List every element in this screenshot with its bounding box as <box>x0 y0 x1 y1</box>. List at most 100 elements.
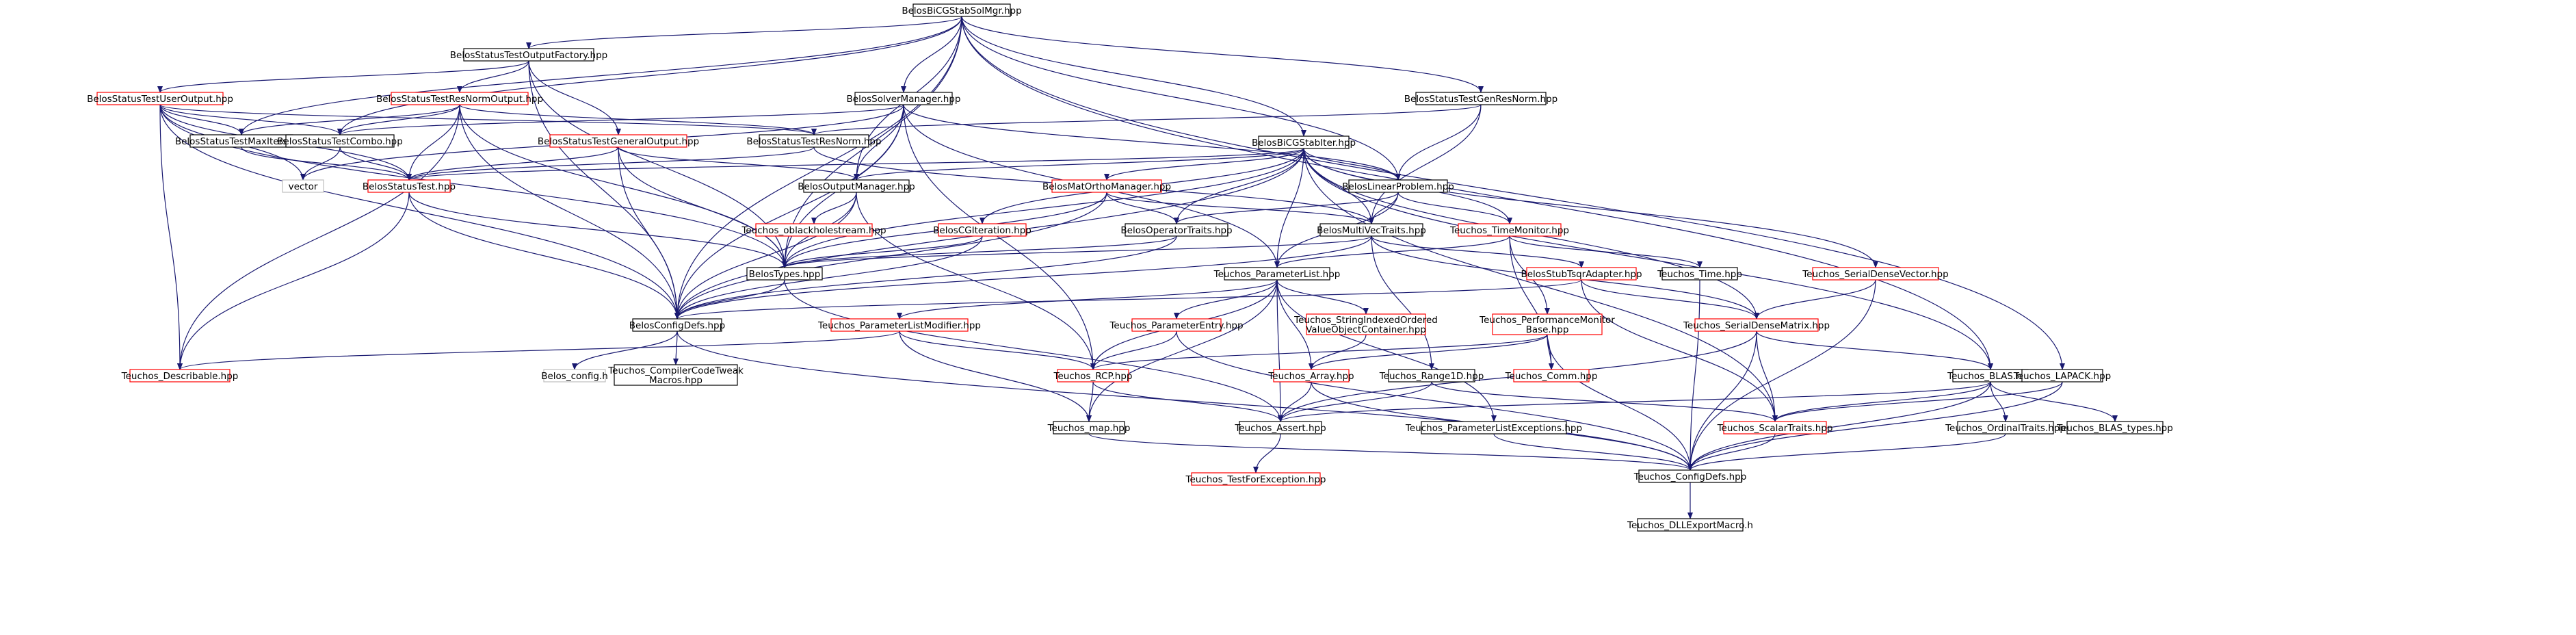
node-box-serialvec <box>1812 267 1939 281</box>
node-solvermgr[interactable]: BelosSolverManager.hpp <box>847 92 961 105</box>
edge-configdefs-to-tweak <box>673 331 679 365</box>
node-label-configdefs: BelosConfigDefs.hpp <box>629 320 725 331</box>
node-blas[interactable]: Teuchos_BLAS.hpp <box>1947 369 2034 383</box>
node-box-plexc <box>1421 421 1567 435</box>
node-blastypes[interactable]: Teuchos_BLAS_types.hpp <box>2056 421 2173 435</box>
edge-configdefs-to-belosconfig <box>572 331 678 370</box>
node-box-tsqr <box>1526 267 1637 281</box>
node-stofactory[interactable]: BelosStatusTestOutputFactory.hpp <box>450 48 607 62</box>
edge-linprob-to-optraits <box>1174 192 1399 224</box>
node-label-matortho: BelosMatOrthoManager.hpp <box>1042 181 1171 192</box>
node-mvtraits[interactable]: BelosMultiVecTraits.hpp <box>1317 223 1426 237</box>
node-stcombo[interactable]: BelosStatusTestCombo.hpp <box>277 134 403 148</box>
edge-btypes-to-configdefs <box>674 279 785 320</box>
node-label-blas: Teuchos_BLAS.hpp <box>1947 371 2034 382</box>
edge-stcombo-to-stest <box>339 146 412 181</box>
node-plmodifier[interactable]: Teuchos_ParameterListModifier.hpp <box>817 318 981 332</box>
node-btypes[interactable]: BelosTypes.hpp <box>746 267 823 281</box>
node-configdefs[interactable]: BelosConfigDefs.hpp <box>629 318 725 332</box>
node-label-optraits: BelosOperatorTraits.hpp <box>1120 225 1232 236</box>
edge-timemon-to-ttime <box>1509 235 1703 268</box>
edge-tsqr-to-serialmat <box>1581 279 1759 320</box>
node-box-tcomm <box>1513 369 1590 383</box>
node-bicgstabiter[interactable]: BelosBiCGStabIter.hpp <box>1252 135 1356 149</box>
node-linprob[interactable]: BelosLinearProblem.hpp <box>1342 179 1454 193</box>
node-optraits[interactable]: BelosOperatorTraits.hpp <box>1120 223 1233 237</box>
edge-lapack-to-tconfigdefs <box>1687 381 2063 471</box>
edge-stresnormout-to-btypes <box>459 104 787 268</box>
node-stest[interactable]: BelosStatusTest.hpp <box>363 179 456 193</box>
node-lapack[interactable]: Teuchos_LAPACK.hpp <box>2013 369 2111 383</box>
node-describable[interactable]: Teuchos_Describable.hpp <box>121 369 239 383</box>
node-box-ordinaltraits <box>1957 421 2054 435</box>
edge-root-to-stcombo <box>337 16 962 135</box>
edge-plexc-to-tconfigdefs <box>1493 433 1693 471</box>
edge-stgenout-to-configdefs <box>618 146 680 320</box>
node-serialvec[interactable]: Teuchos_SerialDenseVector.hpp <box>1802 267 1949 281</box>
edge-outmgr-to-oblackhole <box>811 192 857 224</box>
node-range1d[interactable]: Teuchos_Range1D.hpp <box>1379 369 1484 383</box>
edge-stresnormout-to-configdefs <box>459 104 680 320</box>
node-label-tsqr: BelosStubTsqrAdapter.hpp <box>1521 269 1642 280</box>
node-tconfigdefs[interactable]: Teuchos_ConfigDefs.hpp <box>1633 469 1747 483</box>
node-tcomm[interactable]: Teuchos_Comm.hpp <box>1505 369 1598 383</box>
node-label-stofactory: BelosStatusTestOutputFactory.hpp <box>450 50 607 61</box>
edge-stuser-to-stcombo <box>159 104 343 135</box>
node-label-tconfigdefs: Teuchos_ConfigDefs.hpp <box>1633 471 1747 482</box>
edge-tsqr-to-scalartraits <box>1581 279 1778 422</box>
node-label-stcombo: BelosStatusTestCombo.hpp <box>277 136 403 147</box>
node-dllexport[interactable]: Teuchos_DLLExportMacro.h <box>1627 518 1753 532</box>
node-tarray[interactable]: Teuchos_Array.hpp <box>1267 369 1354 383</box>
node-label-tarray: Teuchos_Array.hpp <box>1267 371 1354 382</box>
node-rcp[interactable]: Teuchos_RCP.hpp <box>1053 369 1133 383</box>
node-stgenresnorm[interactable]: BelosStatusTestGenResNorm.hpp <box>1404 92 1558 105</box>
node-testforexc[interactable]: Teuchos_TestForException.hpp <box>1185 472 1326 486</box>
node-box-vector <box>282 179 324 193</box>
node-stuser[interactable]: BelosStatusTestUserOutput.hpp <box>87 92 233 105</box>
node-tassert[interactable]: Teuchos_Assert.hpp <box>1234 421 1326 435</box>
node-oblackhole[interactable]: Teuchos_oblackholestream.hpp <box>741 223 886 237</box>
edge-root-to-bicgstabiter <box>961 16 1306 137</box>
node-stgenout[interactable]: BelosStatusTestGeneralOutput.hpp <box>538 134 699 148</box>
node-label-serialvec: Teuchos_SerialDenseVector.hpp <box>1802 269 1948 280</box>
node-label-stresnorm: BelosStatusTestResNorm.hpp <box>746 136 881 147</box>
node-paramlist[interactable]: Teuchos_ParameterList.hpp <box>1213 267 1341 281</box>
node-stridx[interactable]: Teuchos_StringIndexedOrderedValueObjectC… <box>1293 313 1438 335</box>
node-tmap[interactable]: Teuchos_map.hpp <box>1047 421 1131 435</box>
edge-bicgstabiter-to-stest <box>406 148 1304 181</box>
edge-tsqr-to-configdefs <box>674 279 1582 320</box>
node-ordinaltraits[interactable]: Teuchos_OrdinalTraits.hpp <box>1945 421 2066 435</box>
node-box-stest <box>367 179 451 193</box>
edge-blas-to-ordinaltraits <box>1990 381 2008 422</box>
node-label-stgenout: BelosStatusTestGeneralOutput.hpp <box>538 136 699 147</box>
node-outmgr[interactable]: BelosOutputManager.hpp <box>798 179 915 193</box>
node-box-scalartraits <box>1723 421 1827 435</box>
edge-mvtraits-to-btypes <box>782 235 1372 268</box>
edge-stgenresnorm-to-stresnorm <box>811 104 1482 135</box>
node-box-paramlist <box>1224 267 1330 281</box>
node-serialmat[interactable]: Teuchos_SerialDenseMatrix.hpp <box>1683 318 1830 332</box>
node-tsqr[interactable]: BelosStubTsqrAdapter.hpp <box>1521 267 1642 281</box>
edge-paramlist-to-tarray <box>1276 279 1314 370</box>
node-cgiter[interactable]: BelosCGIteration.hpp <box>933 223 1031 237</box>
edge-solvermgr-to-outmgr <box>854 104 904 181</box>
edge-mvtraits-to-tsqr <box>1371 235 1584 268</box>
edge-perfmon-to-tarray <box>1309 334 1548 370</box>
node-stresnorm[interactable]: BelosStatusTestResNorm.hpp <box>746 134 882 148</box>
node-box-describable <box>129 369 231 383</box>
node-label-plexc: Teuchos_ParameterListExceptions.hpp <box>1405 423 1582 434</box>
node-plexc[interactable]: Teuchos_ParameterListExceptions.hpp <box>1405 421 1582 435</box>
node-stresnormout[interactable]: BelosStatusTestResNormOutput.hpp <box>376 92 543 105</box>
node-stmaxiters[interactable]: BelosStatusTestMaxIters.hpp <box>175 134 308 148</box>
edge-root-to-stmaxiters <box>239 16 962 135</box>
node-label-blastypes: Teuchos_BLAS_types.hpp <box>2056 423 2173 434</box>
node-scalartraits[interactable]: Teuchos_ScalarTraits.hpp <box>1717 421 1833 435</box>
node-matortho[interactable]: BelosMatOrthoManager.hpp <box>1042 179 1171 193</box>
node-label-range1d: Teuchos_Range1D.hpp <box>1379 371 1484 382</box>
node-box-ttime <box>1661 267 1738 281</box>
node-timemon[interactable]: Teuchos_TimeMonitor.hpp <box>1449 223 1569 237</box>
node-pentry[interactable]: Teuchos_ParameterEntry.hpp <box>1109 318 1244 332</box>
node-ttime[interactable]: Teuchos_Time.hpp <box>1657 267 1742 281</box>
